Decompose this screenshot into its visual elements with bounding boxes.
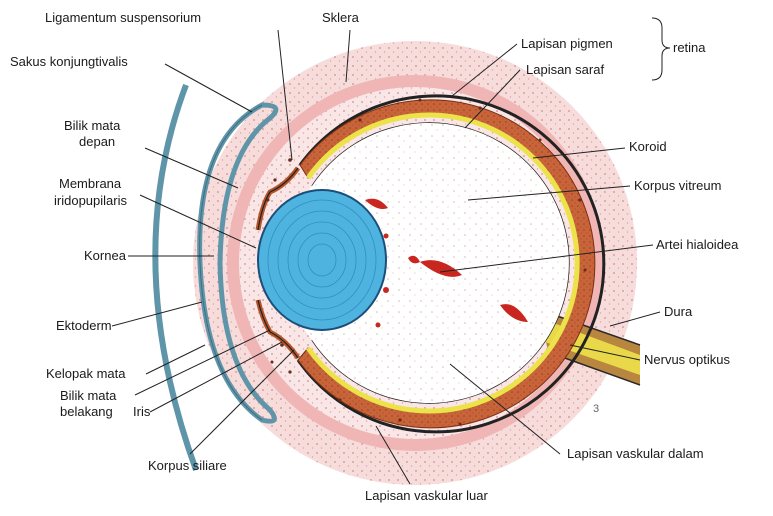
corner-mark: 3 xyxy=(593,403,599,415)
label-bilik-mata-belakang-1: Bilik mata xyxy=(60,388,117,403)
label-bilik-mata-depan-1: Bilik mata xyxy=(64,118,121,133)
label-korpus-siliare: Korpus siliare xyxy=(148,458,227,473)
label-membrana-2: iridopupilaris xyxy=(54,193,127,208)
label-kornea: Kornea xyxy=(84,248,127,263)
label-koroid: Koroid xyxy=(629,139,667,154)
label-kelopak-mata: Kelopak mata xyxy=(46,366,126,381)
label-membrana-1: Membrana xyxy=(59,176,122,191)
label-sakus-konjungtivalis: Sakus konjungtivalis xyxy=(10,54,128,69)
eyelid-outer xyxy=(155,85,196,470)
label-lapisan-vaskular-dalam: Lapisan vaskular dalam xyxy=(567,446,704,461)
label-korpus-vitreum: Korpus vitreum xyxy=(634,178,721,193)
label-retina: retina xyxy=(673,40,706,55)
label-sklera: Sklera xyxy=(322,10,360,25)
label-lapisan-pigmen: Lapisan pigmen xyxy=(521,36,613,51)
label-ligamentum-suspensorium: Ligamentum suspensorium xyxy=(45,10,201,25)
label-bilik-mata-belakang-2: belakang xyxy=(60,404,113,419)
label-lapisan-vaskular-luar: Lapisan vaskular luar xyxy=(365,488,489,503)
retina-brace xyxy=(652,18,670,80)
label-ektoderm: Ektoderm xyxy=(56,318,112,333)
label-nervus-optikus: Nervus optikus xyxy=(644,352,730,367)
label-lapisan-saraf: Lapisan saraf xyxy=(526,62,604,77)
label-bilik-mata-depan-2: depan xyxy=(79,134,115,149)
label-dura: Dura xyxy=(664,304,693,319)
label-iris: Iris xyxy=(133,404,151,419)
label-artei-hialoidea: Artei hialoidea xyxy=(656,237,739,252)
